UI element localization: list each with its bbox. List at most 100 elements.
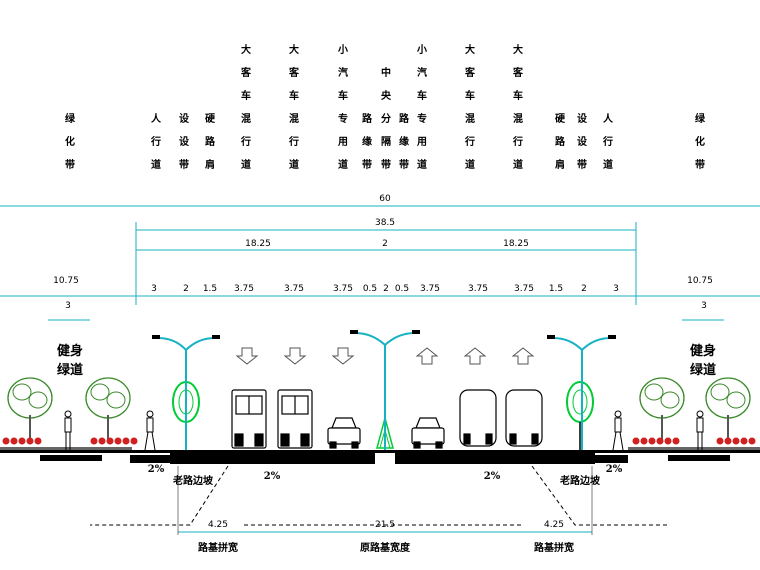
- header-hard-shoulder-left-char: 硬: [205, 113, 216, 125]
- header-facility-belt-right-char: 带: [577, 158, 587, 171]
- tree-icon: [705, 377, 751, 440]
- lamp-icon: [547, 335, 616, 450]
- tree-icon: [85, 377, 131, 440]
- header-hard-shoulder-left-char: 肩: [205, 158, 215, 171]
- header-median-char: 分: [381, 112, 391, 125]
- arrow-down-icon: [283, 347, 307, 365]
- header-bus-lane-2-right-char: 行: [512, 135, 523, 148]
- header-bus-lane-2-left-char: 混: [289, 112, 299, 125]
- pedestrian-icon: [612, 410, 624, 451]
- arrow-up-icon: [415, 347, 439, 365]
- flower-icon: [716, 437, 724, 445]
- header-bus-lane-2-left-char: 大: [289, 43, 299, 56]
- tree-icon: [7, 377, 53, 440]
- header-sidewalk-right-char: 行: [602, 135, 613, 148]
- segment-dimension-label: 1.5: [203, 284, 217, 294]
- dim-half-left: 18.25: [245, 239, 271, 249]
- header-facility-belt-left-char: 设: [179, 112, 189, 125]
- header-facility-belt-right-char: 设: [577, 112, 587, 125]
- header-car-lane-left-char: 汽: [338, 66, 348, 79]
- header-bus-lane-1-right-char: 大: [465, 43, 475, 56]
- slope-mid-left: 2%: [264, 471, 281, 482]
- flower-icon: [2, 437, 10, 445]
- segment-dimension-label: 1.5: [549, 284, 563, 294]
- slope-right: 2%: [606, 464, 623, 475]
- header-car-lane-right-char: 用: [416, 136, 427, 148]
- flower-icon: [748, 437, 756, 445]
- fitness-right-line1: 健身: [690, 343, 716, 359]
- segment-dimension-label: 3.75: [284, 284, 304, 294]
- widen-mid-label: 原路基宽度: [360, 541, 411, 554]
- header-car-lane-left-char: 小: [337, 43, 348, 56]
- header-car-lane-left-char: 专: [338, 112, 348, 125]
- arrow-up-icon: [463, 347, 487, 365]
- flower-icon: [648, 437, 656, 445]
- slope-left: 2%: [148, 464, 165, 475]
- header-green-belt-left-char: 绿: [65, 112, 76, 125]
- header-hard-shoulder-right-char: 肩: [555, 158, 565, 171]
- old-edge-right: 老路边坡: [559, 474, 601, 487]
- segment-dimension-label: 0.5: [395, 284, 409, 294]
- header-median-char: 央: [381, 89, 392, 102]
- header-bus-lane-1-right-char: 行: [464, 135, 475, 148]
- header-bus-lane-1-right-char: 道: [465, 158, 475, 171]
- header-bus-lane-1-left-char: 道: [241, 158, 251, 171]
- dim-median-top: 2: [382, 239, 388, 249]
- header-facility-belt-left-char: 带: [179, 158, 189, 171]
- street-lamps: [152, 330, 616, 450]
- header-median-char: 隔: [381, 136, 391, 148]
- pedestrian-icon: [144, 410, 156, 451]
- header-bus-lane-2-right-char: 车: [513, 89, 523, 102]
- widen-left-value: 4.25: [208, 520, 228, 530]
- dim-half-right: 18.25: [503, 239, 529, 249]
- flower-icon: [656, 437, 664, 445]
- segment-dimension-label: 3.75: [420, 284, 440, 294]
- tree-icon: [639, 377, 685, 440]
- header-green-belt-right-char: 带: [695, 158, 705, 171]
- header-sidewalk-right-char: 人: [603, 112, 614, 125]
- header-bus-lane-1-right-char: 混: [465, 112, 475, 125]
- header-curb-right-char: 缘: [399, 135, 409, 148]
- segment-dimension-label: 3: [151, 284, 157, 294]
- flower-icon: [18, 437, 26, 445]
- header-hard-shoulder-right-char: 路: [555, 135, 566, 148]
- lamp-icon: [350, 330, 420, 450]
- header-sidewalk-left-char: 人: [151, 112, 162, 125]
- bus-icon: [505, 389, 543, 447]
- dim-green-right: 10.75: [687, 276, 713, 286]
- dim-carriageway: 38.5: [375, 218, 395, 228]
- header-bus-lane-1-left-char: 客: [240, 66, 252, 79]
- flower-icon: [664, 437, 672, 445]
- pedestrian-icon: [64, 410, 72, 450]
- header-curb-right-char: 路: [399, 112, 410, 125]
- flower-icon: [122, 437, 130, 445]
- lamp-icon: [152, 335, 220, 450]
- segment-dimension-label: 0.5: [363, 284, 377, 294]
- header-bus-lane-2-left-char: 行: [288, 135, 299, 148]
- header-green-belt-left-char: 带: [65, 158, 75, 171]
- header-curb-left-char: 路: [362, 112, 373, 125]
- flower-icon: [732, 437, 740, 445]
- dim-total: 60: [379, 194, 391, 204]
- slope-mid-right: 2%: [484, 471, 501, 482]
- header-curb-right-char: 带: [399, 158, 409, 171]
- flower-icon: [724, 437, 732, 445]
- segment-dimension-label: 3.75: [234, 284, 254, 294]
- old-road-slopes: [90, 465, 670, 535]
- flower-icon: [98, 437, 106, 445]
- header-bus-lane-1-right-char: 车: [465, 89, 475, 102]
- header-sidewalk-right-char: 道: [603, 158, 613, 171]
- header-median-char: 带: [381, 158, 391, 171]
- flower-icon: [90, 437, 98, 445]
- dim-green-left: 10.75: [53, 276, 79, 286]
- fitness-left-line2: 绿道: [57, 362, 83, 378]
- dimension-lines: [0, 205, 760, 321]
- header-hard-shoulder-left-char: 路: [205, 135, 216, 148]
- header-bus-lane-2-right-char: 混: [513, 112, 523, 125]
- pedestrians: [64, 410, 704, 451]
- header-car-lane-right-char: 小: [416, 43, 427, 56]
- header-bus-lane-1-left-char: 大: [241, 43, 251, 56]
- header-hard-shoulder-right-char: 硬: [555, 113, 566, 125]
